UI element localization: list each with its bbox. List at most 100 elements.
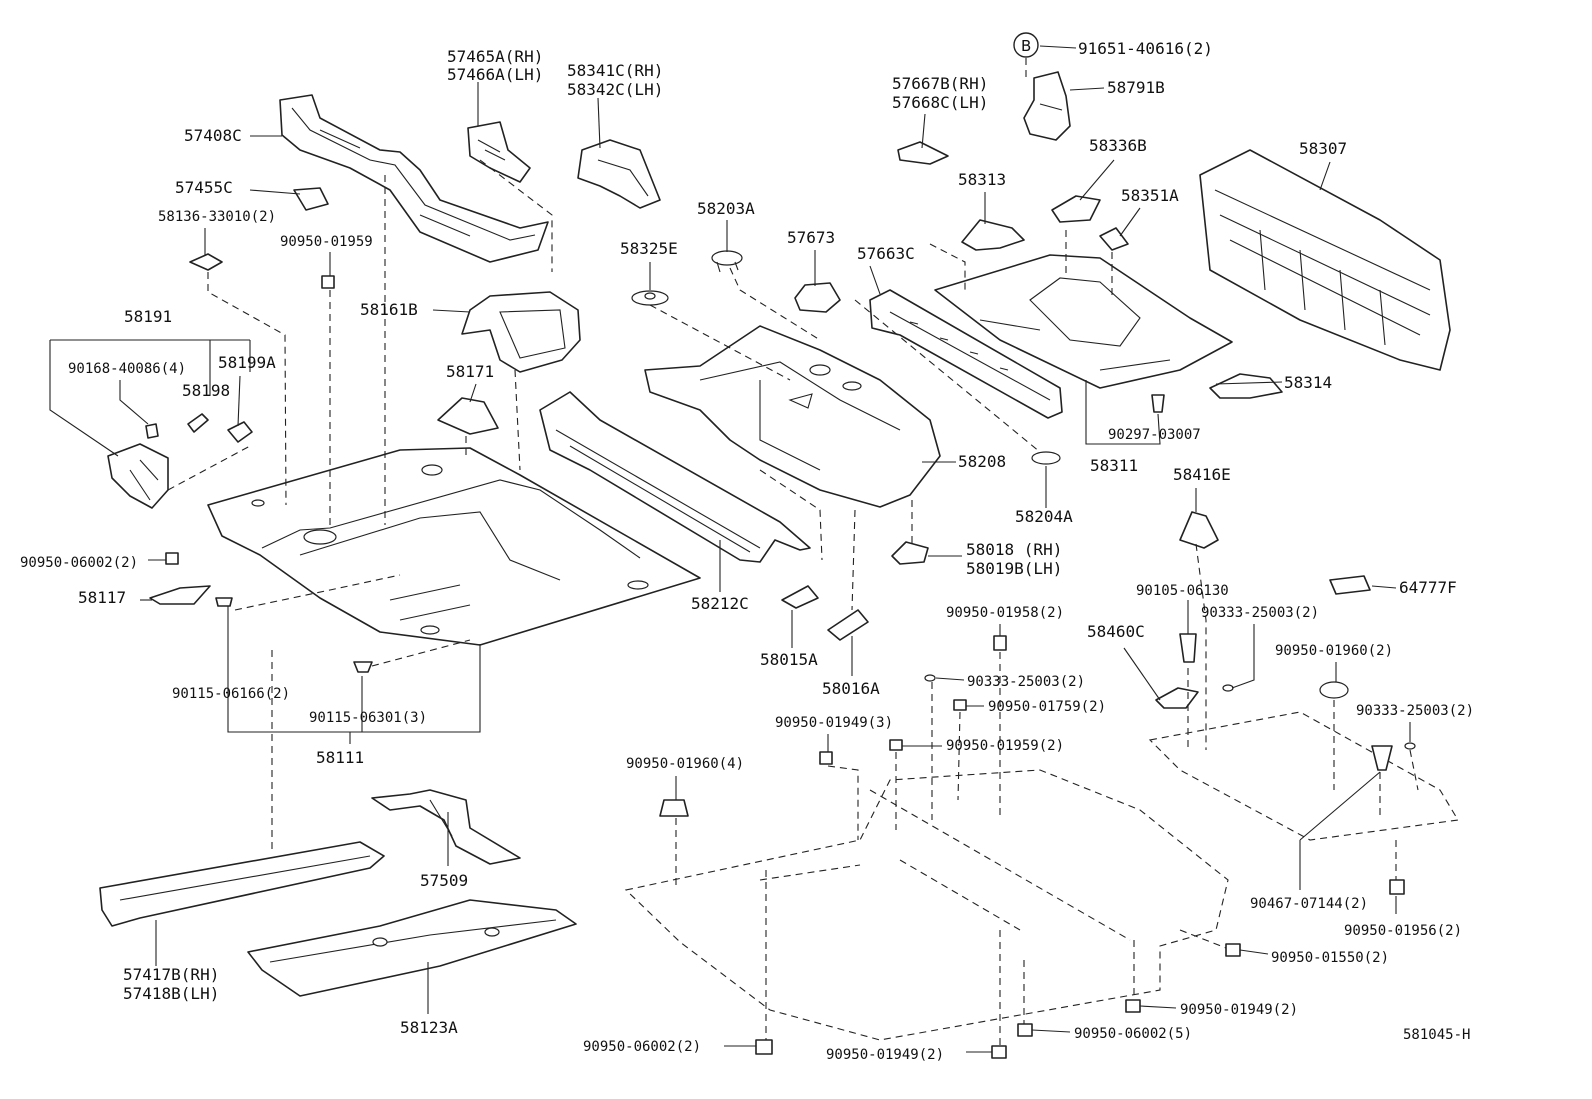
part-label-p58018: 58018 (RH) (966, 540, 1062, 559)
part-58791B (1023, 71, 1071, 141)
part-label-p58015A: 58015A (760, 650, 818, 669)
part-label-p90950_01550: 90950-01550(2) (1271, 950, 1389, 966)
part-57673 (794, 282, 841, 313)
part-58136 (189, 253, 223, 271)
part-label-p57417B: 57417B(RH) (123, 965, 219, 984)
bolt-90115-06301 (353, 661, 373, 673)
part-labels: 57465A(RH)57466A(LH) 58341C(RH)58342C(LH)… (20, 39, 1474, 1063)
part-58212C (539, 391, 811, 563)
part-label-p57509: 57509 (420, 871, 468, 890)
part-label-p57673: 57673 (787, 228, 835, 247)
part-label-p90297: 90297-03007 (1108, 427, 1201, 443)
part-label-p58136: 58136-33010(2) (158, 209, 276, 225)
part-label-p58123A: 58123A (400, 1018, 458, 1037)
part-58018 (891, 541, 929, 565)
part-57417B (99, 841, 385, 927)
part-label-p90950_01949a: 90950-01949(3) (775, 715, 893, 731)
part-label-p90950_06002b: 90950-06002(5) (1074, 1026, 1192, 1042)
part-label-p58311: 58311 (1090, 456, 1138, 475)
part-label-p64777F: 64777F (1399, 578, 1457, 597)
part-label-p58416E: 58416E (1173, 465, 1231, 484)
callout-letter: B (1021, 37, 1031, 55)
part-label-p58313: 58313 (958, 170, 1006, 189)
part-58307 (1199, 149, 1451, 371)
bolt-90115-06166 (215, 597, 233, 607)
part-label-p90950_01949c: 90950-01949(2) (826, 1047, 944, 1063)
leader-lines (49, 45, 1411, 1053)
part-58341C (577, 139, 661, 209)
part-label-p58314: 58314 (1284, 373, 1332, 392)
part-64777F (1329, 575, 1371, 595)
part-label-p90115_06166: 90115-06166(2) (172, 686, 290, 702)
grommet-90950-01960a (1319, 681, 1349, 699)
part-label-p90950_01949b: 90950-01949(2) (1180, 1002, 1298, 1018)
part-label-p58342C: 58342C(LH) (567, 80, 663, 99)
part-58117 (149, 585, 211, 605)
part-58325E (631, 290, 669, 306)
part-58314 (1209, 373, 1283, 399)
part-label-p90115_06301: 90115-06301(3) (309, 710, 427, 726)
part-58351A (1099, 227, 1129, 251)
part-label-p581045H: 581045-H (1403, 1027, 1470, 1043)
part-58111 (207, 447, 701, 646)
part-label-p90950_01959a: 90950-01959 (280, 234, 373, 250)
part-58161B (461, 291, 581, 373)
part-label-p57668C: 57668C(LH) (892, 93, 988, 112)
part-label-p90333b: 90333-25003(2) (967, 674, 1085, 690)
part-58313 (961, 219, 1025, 251)
part-label-p58212C: 58212C (691, 594, 749, 613)
part-58016A (827, 609, 869, 641)
part-label-p58351A: 58351A (1121, 186, 1179, 205)
part-label-p58307: 58307 (1299, 139, 1347, 158)
part-57667B (897, 141, 949, 165)
part-57663C (869, 289, 1063, 419)
part-label-p57455C: 57455C (175, 178, 233, 197)
part-57408C (279, 94, 549, 263)
alignment-lines (167, 58, 1419, 1046)
part-label-p57418B: 57418B(LH) (123, 984, 219, 1003)
part-58416E (1179, 511, 1219, 549)
part-58204A (1031, 451, 1061, 465)
bolt-90950-01959a (321, 275, 335, 289)
part-57509 (371, 789, 521, 865)
part-label-p90950_01759: 90950-01759(2) (988, 699, 1106, 715)
part-label-p58341C: 58341C(RH) (567, 61, 663, 80)
part-label-p90950_06002c: 90950-06002(2) (583, 1039, 701, 1055)
part-label-p58016A: 58016A (822, 679, 880, 698)
part-label-p90333c: 90333-25003(2) (1356, 703, 1474, 719)
part-58123A (247, 899, 577, 997)
part-58203A (711, 250, 743, 273)
part-label-p90950_01958: 90950-01958(2) (946, 605, 1064, 621)
part-label-p58198: 58198 (182, 381, 230, 400)
bolt-90950-06002a (165, 552, 179, 565)
part-label-p57466A: 57466A(LH) (447, 65, 543, 84)
part-58171 (437, 397, 499, 435)
part-label-p58199A: 58199A (218, 353, 276, 372)
part-label-p58791B: 58791B (1107, 78, 1165, 97)
lower-fasteners (659, 635, 1416, 1059)
part-label-p58117: 58117 (78, 588, 126, 607)
part-label-p90950_01956: 90950-01956(2) (1344, 923, 1462, 939)
part-label-p57667B: 57667B(RH) (892, 74, 988, 93)
part-label-p58325E: 58325E (620, 239, 678, 258)
part-label-p58111: 58111 (316, 748, 364, 767)
bolt-90105 (1179, 633, 1197, 663)
part-57455C (293, 187, 329, 211)
part-label-p58203A: 58203A (697, 199, 755, 218)
part-label-p58208: 58208 (958, 452, 1006, 471)
part-label-p58161B: 58161B (360, 300, 418, 319)
callout-b: B (1013, 32, 1039, 58)
part-58191 (107, 413, 253, 509)
part-label-p90105: 90105-06130 (1136, 583, 1229, 599)
part-label-p57663C: 57663C (857, 244, 915, 263)
part-label-p58191: 58191 (124, 307, 172, 326)
part-label-p58460C: 58460C (1087, 622, 1145, 641)
part-label-p90950_01960a: 90950-01960(2) (1275, 643, 1393, 659)
part-label-p90333a: 90333-25003(2) (1201, 605, 1319, 621)
part-label-p57465A: 57465A(RH) (447, 47, 543, 66)
part-label-p90950_01959b: 90950-01959(2) (946, 738, 1064, 754)
part-label-p90950_06002a: 90950-06002(2) (20, 555, 138, 571)
part-58460C (1155, 687, 1199, 709)
part-label-p58019B: 58019B(LH) (966, 559, 1062, 578)
